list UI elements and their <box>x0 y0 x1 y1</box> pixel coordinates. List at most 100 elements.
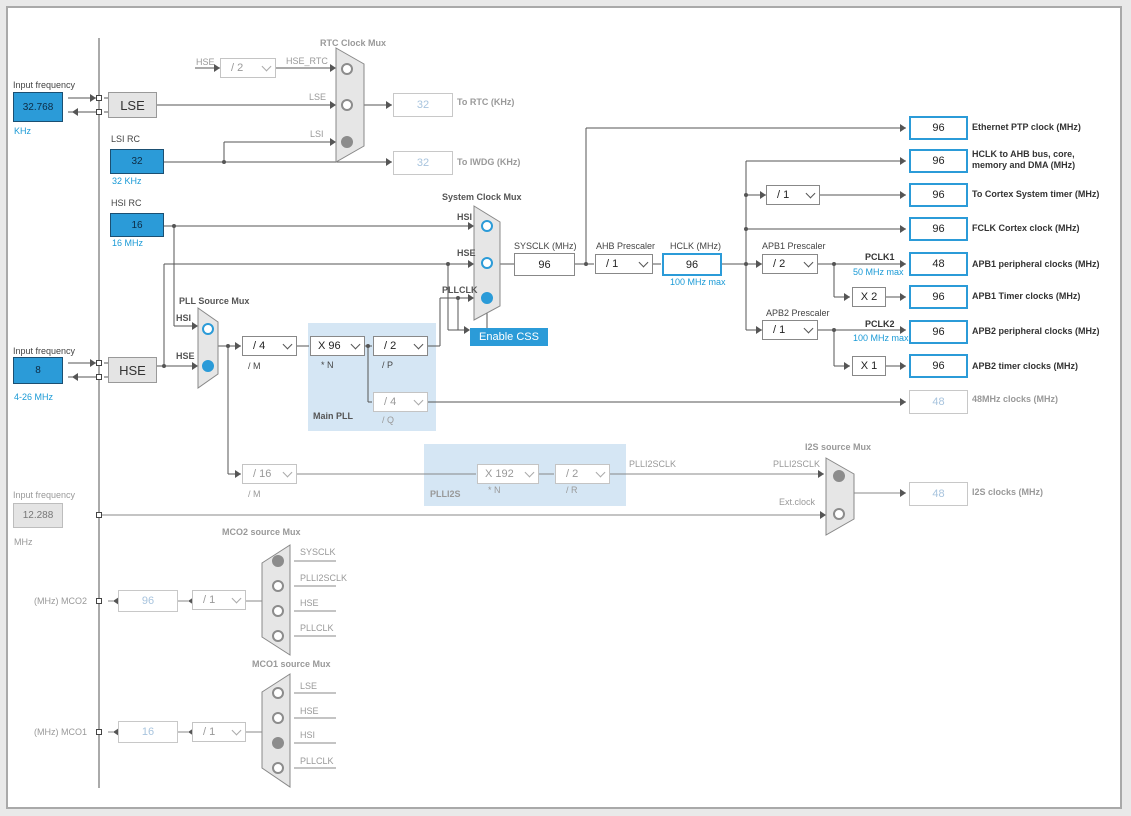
i2smux-radio-ext[interactable] <box>833 508 845 520</box>
mco2-radio-sysclk[interactable] <box>272 555 284 567</box>
mco2-radio-pllclk[interactable] <box>272 630 284 642</box>
sysmux-pllclk-label: PLLCLK <box>442 285 478 295</box>
pllmux-radio-hsi[interactable] <box>202 323 214 335</box>
chevron-down-icon <box>261 61 272 72</box>
pll-m-select[interactable]: / 4 <box>242 336 297 356</box>
mco2-input-plli2sclk: PLLI2SCLK <box>300 573 348 583</box>
apb1-timer-multiplier: X 2 <box>852 287 886 307</box>
plli2s-r-select[interactable]: / 2 <box>555 464 610 484</box>
sysclk-value: 96 <box>514 253 575 276</box>
chevron-down-icon <box>350 339 361 350</box>
sysmux-radio-hsi[interactable] <box>481 220 493 232</box>
hclk-input[interactable]: 96 <box>662 253 722 276</box>
lsi-unit: 32 KHz <box>112 176 142 186</box>
pll-m-label: / M <box>248 361 261 371</box>
mco1-input-lse: LSE <box>300 681 318 691</box>
hclk-ahb-label-line2: memory and DMA (MHz) <box>972 160 1076 170</box>
rtc-mux-radio-hse[interactable] <box>341 63 353 75</box>
rtc-mux-radio-lsi[interactable] <box>341 136 353 148</box>
plli2s-n-label: * N <box>488 485 501 495</box>
apb1-max: 50 MHz max <box>853 267 904 277</box>
hclk-ahb-value: 96 <box>909 149 968 173</box>
clk48-value: 48 <box>909 390 968 414</box>
mco2-div-select[interactable]: / 1 <box>192 590 246 610</box>
apb1-prescaler-label: APB1 Prescaler <box>762 241 826 251</box>
mco2-pin <box>96 598 102 604</box>
mco1-radio-pllclk[interactable] <box>272 762 284 774</box>
hse-frequency-input[interactable]: 8 <box>13 357 63 384</box>
mco1-div-select[interactable]: / 1 <box>192 722 246 742</box>
pll-p-value: / 2 <box>384 340 397 352</box>
apb1-peripheral-value: 48 <box>909 252 968 276</box>
apb1-peripheral-label: APB1 peripheral clocks (MHz) <box>972 259 1100 269</box>
mco2-radio-hse[interactable] <box>272 605 284 617</box>
rtc-output-value: 32 <box>393 93 453 117</box>
lse-pin-2 <box>96 109 102 115</box>
mco1-label: (MHz) MCO1 <box>34 727 87 737</box>
rtc-mux-radio-lse[interactable] <box>341 99 353 111</box>
apb2-peripheral-value: 96 <box>909 320 968 344</box>
mco2-mux-title: MCO2 source Mux <box>222 527 301 537</box>
enable-css-button[interactable]: Enable CSS <box>470 328 548 346</box>
clock-configuration-canvas: Input frequency 32.768 KHz LSE RTC Clock… <box>6 6 1122 809</box>
cortex-timer-div-value: / 1 <box>777 189 790 201</box>
ext-input-label: Input frequency <box>13 490 76 500</box>
pll-p-label: / P <box>382 360 394 370</box>
mco1-radio-hsi[interactable] <box>272 737 284 749</box>
mco2-radio-plli2sclk[interactable] <box>272 580 284 592</box>
plli2s-n-select[interactable]: X 192 <box>477 464 539 484</box>
mco2-input-pllclk: PLLCLK <box>300 623 334 633</box>
chevron-down-icon <box>803 323 814 334</box>
chevron-down-icon <box>282 467 293 478</box>
cortex-timer-div-select[interactable]: / 1 <box>766 185 820 205</box>
i2smux-radio-plli2sclk[interactable] <box>833 470 845 482</box>
ahb-prescaler-select[interactable]: / 1 <box>595 254 653 274</box>
ahb-prescaler-value: / 1 <box>606 258 619 270</box>
i2s-clock-label: I2S clocks (MHz) <box>972 487 1044 497</box>
mco1-radio-hse[interactable] <box>272 712 284 724</box>
rtc-lse-label: LSE <box>309 92 327 102</box>
ext-unit: MHz <box>14 537 33 547</box>
mco1-input-pllclk: PLLCLK <box>300 756 334 766</box>
hsi-label: HSI RC <box>111 198 142 208</box>
pllmux-radio-hse[interactable] <box>202 360 214 372</box>
plli2s-title: PLLI2S <box>430 489 461 499</box>
rtc-hse-label: HSE <box>196 57 215 67</box>
ethernet-ptp-clock-value: 96 <box>909 116 968 140</box>
mco2-output-value: 96 <box>118 590 178 612</box>
apb1-prescaler-select[interactable]: / 2 <box>762 254 818 274</box>
main-pll-title: Main PLL <box>313 411 353 421</box>
pll-p-select[interactable]: / 2 <box>373 336 428 356</box>
lse-unit: KHz <box>14 126 32 136</box>
cortex-timer-value: 96 <box>909 183 968 207</box>
mco1-mux-title: MCO1 source Mux <box>252 659 331 669</box>
chevron-down-icon <box>805 188 816 199</box>
plli2s-m-select[interactable]: / 16 <box>242 464 297 484</box>
rtc-lsi-label: LSI <box>310 129 324 139</box>
chevron-down-icon <box>231 593 242 604</box>
pll-n-select[interactable]: X 96 <box>310 336 365 356</box>
apb2-timer-value: 96 <box>909 354 968 378</box>
pclk2-label: PCLK2 <box>865 319 895 329</box>
sysclk-label: SYSCLK (MHz) <box>514 241 577 251</box>
iwdg-output-value: 32 <box>393 151 453 175</box>
sysmux-radio-hse[interactable] <box>481 257 493 269</box>
mco1-output-value: 16 <box>118 721 178 743</box>
sysmux-radio-pllclk[interactable] <box>481 292 493 304</box>
mco1-radio-lse[interactable] <box>272 687 284 699</box>
iwdg-output-label: To IWDG (KHz) <box>457 157 521 167</box>
clock-wiring <box>68 38 906 788</box>
rtc-hse-div-select[interactable]: / 2 <box>220 58 276 78</box>
lse-frequency-input[interactable]: 32.768 <box>13 92 63 122</box>
chevron-down-icon <box>282 339 293 350</box>
hclk-ahb-label: HCLK to AHB bus, core, <box>972 149 1075 159</box>
ahb-prescaler-label: AHB Prescaler <box>596 241 656 251</box>
pll-q-select[interactable]: / 4 <box>373 392 428 412</box>
mco2-source-mux <box>261 544 291 656</box>
fclk-cortex-label: FCLK Cortex clock (MHz) <box>972 223 1080 233</box>
apb2-prescaler-select[interactable]: / 1 <box>762 320 818 340</box>
mco2-label: (MHz) MCO2 <box>34 596 87 606</box>
rtc-output-label: To RTC (KHz) <box>457 97 515 107</box>
chevron-down-icon <box>413 339 424 350</box>
ext-frequency-input[interactable]: 12.288 <box>13 503 63 528</box>
